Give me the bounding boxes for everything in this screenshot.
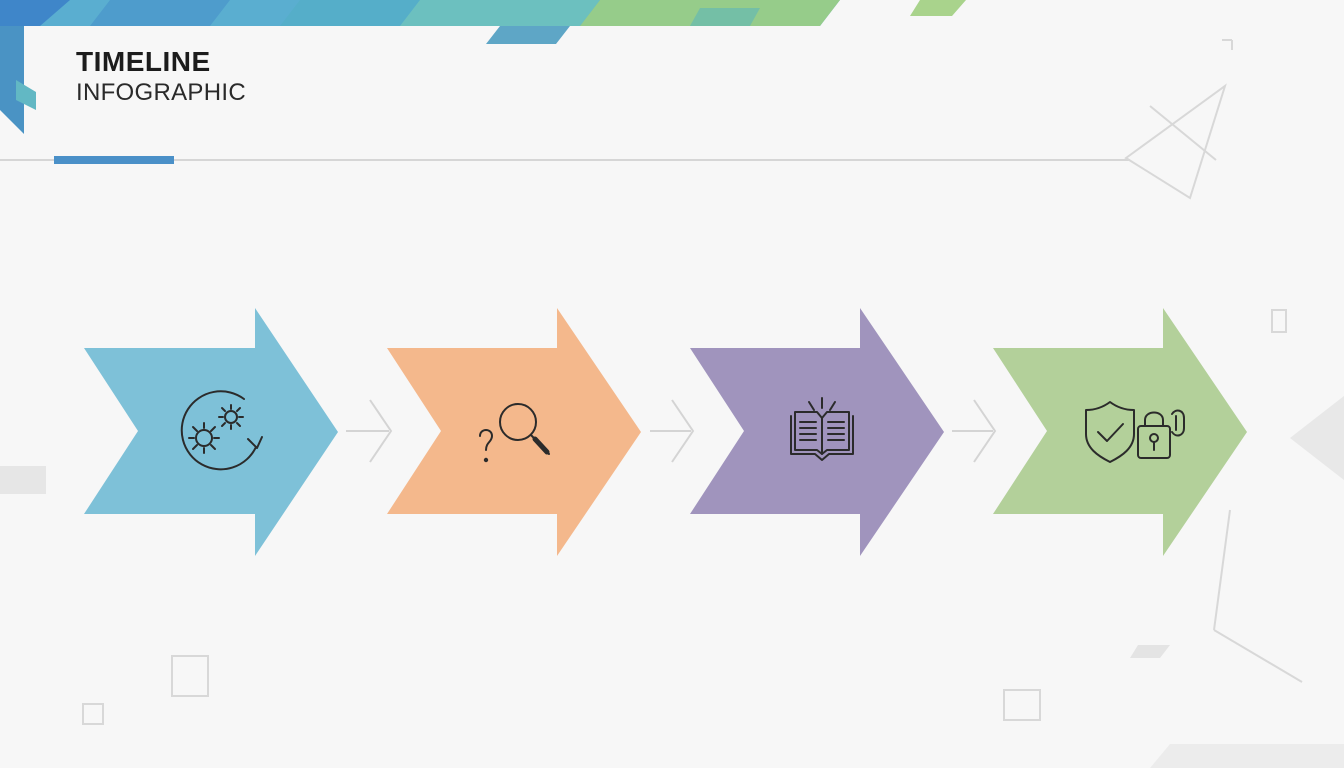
background-decoration — [82, 39, 1303, 725]
open-book-icon — [790, 397, 854, 461]
background-shapes — [0, 396, 1344, 768]
step-3 — [690, 308, 944, 556]
header-accent-bar — [54, 156, 174, 164]
step-2 — [387, 308, 641, 556]
connector-2 — [650, 399, 695, 463]
chevron-right-icon — [369, 399, 393, 463]
step-3-arrow — [690, 308, 944, 556]
chevron-right-icon — [671, 399, 695, 463]
title-block: TIMELINE INFOGRAPHIC — [76, 46, 246, 108]
connector-3 — [952, 399, 997, 463]
gears-cycle-icon — [180, 390, 263, 471]
timeline-steps — [84, 308, 1247, 556]
shield-lock-icon — [1085, 401, 1185, 463]
step-2-arrow — [387, 308, 641, 556]
question-magnifier-icon — [479, 403, 550, 463]
page-subtitle: INFOGRAPHIC — [76, 79, 246, 106]
step-4 — [993, 308, 1247, 556]
header-decoration — [0, 0, 966, 134]
step-4-arrow — [993, 308, 1247, 556]
connector-1 — [346, 399, 393, 463]
chevron-right-icon — [973, 399, 997, 463]
page-title: TIMELINE — [76, 46, 211, 77]
step-1 — [84, 308, 338, 556]
